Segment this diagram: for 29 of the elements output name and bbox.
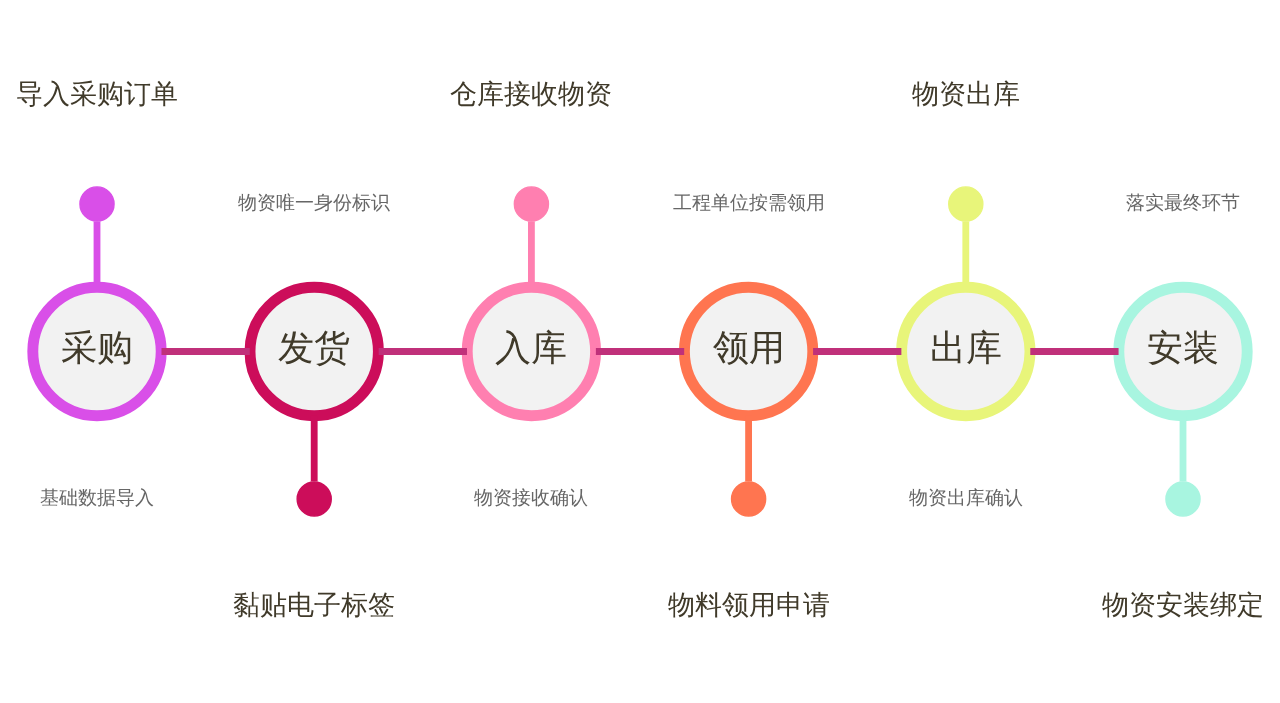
node-label: 导入采购订单	[16, 77, 178, 109]
node-circle	[79, 186, 115, 222]
node-label: 黏贴电子标签	[233, 588, 396, 620]
node-label: 物资出库确认	[908, 486, 1023, 510]
node-label: 物资出库	[911, 77, 1020, 109]
node-label: 物资安装绑定	[1102, 588, 1264, 620]
node-label: 物资唯一身份标识	[238, 191, 391, 215]
node-label: 基础数据导入	[40, 486, 154, 510]
node-circle	[730, 481, 767, 517]
node-circle: 领用	[678, 281, 819, 422]
node-label: 工程单位按需领用	[672, 191, 825, 215]
node-label: 物资接收确认	[474, 486, 589, 510]
node-label: 落实最终环节	[1126, 191, 1240, 215]
connector	[595, 348, 685, 355]
connector	[813, 348, 902, 355]
node-circle	[1165, 481, 1201, 517]
node-circle: 出库	[896, 281, 1036, 422]
node-circle	[513, 186, 550, 222]
node-circle	[948, 186, 984, 222]
node-circle: 采购	[27, 281, 167, 422]
connector	[378, 348, 467, 355]
node-circle: 发货	[244, 281, 384, 422]
connector	[161, 348, 250, 355]
connector	[1030, 348, 1119, 355]
node-circle: 安装	[1113, 281, 1253, 422]
node-label: 仓库接收物资	[450, 77, 613, 109]
node-label: 物料领用申请	[667, 588, 830, 620]
node-circle: 入库	[461, 281, 602, 422]
node-circle	[296, 481, 332, 517]
